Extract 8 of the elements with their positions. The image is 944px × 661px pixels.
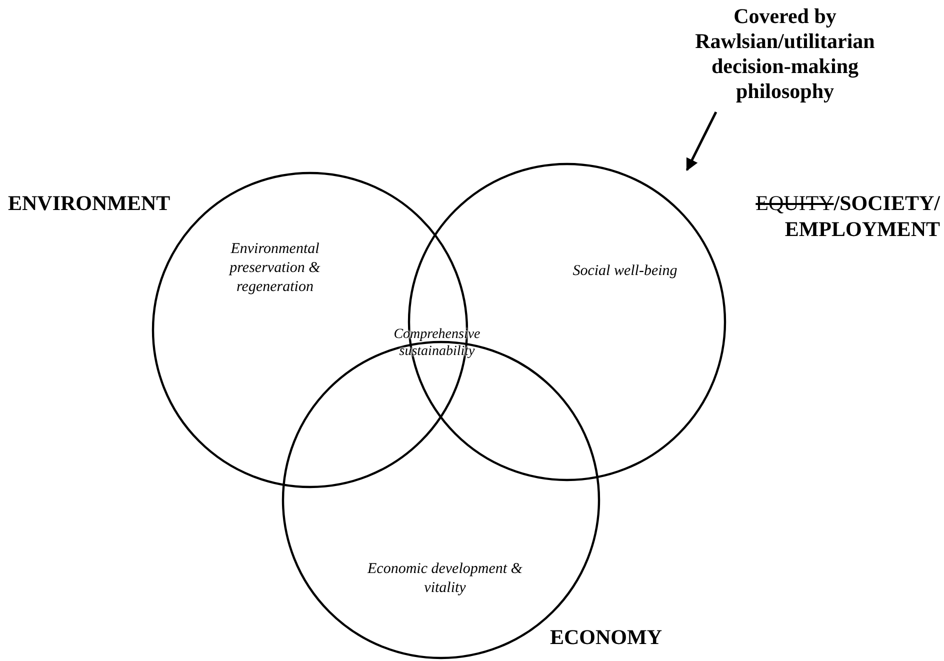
circle-heading: ENVIRONMENT bbox=[8, 190, 172, 216]
annotation-text: Covered by Rawlsian/utilitarian decision-making philosophy bbox=[695, 4, 875, 104]
circle-label: Environmental preservation & regeneration bbox=[228, 240, 322, 297]
arrow bbox=[686, 111, 718, 172]
circle-label: Social well-being bbox=[572, 262, 678, 281]
circle-label: Economic development & vitality bbox=[366, 560, 524, 598]
circle-heading: EQUITY/SOCIETY/ EMPLOYMENT bbox=[754, 190, 940, 242]
circle-heading: ECONOMY bbox=[550, 624, 663, 650]
